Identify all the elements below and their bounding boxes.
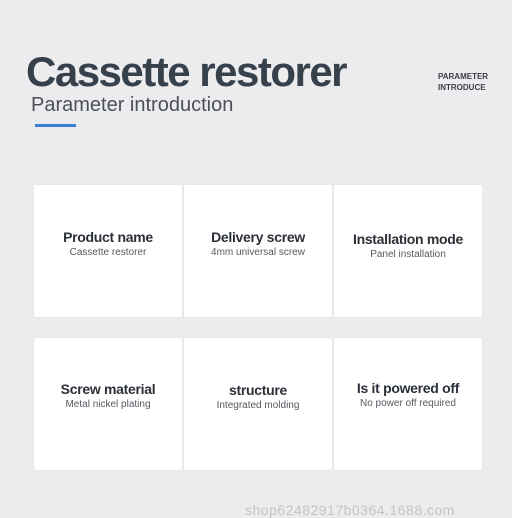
card-value: Panel installation bbox=[370, 249, 446, 260]
card-heading: Installation mode bbox=[352, 231, 464, 247]
parameter-card-structure: structure Integrated molding bbox=[184, 338, 332, 470]
card-heading: Is it powered off bbox=[356, 380, 460, 396]
section-tag-line-1: PARAMETER bbox=[438, 72, 489, 81]
watermark: shop62482917b0364.1688.com bbox=[245, 502, 455, 518]
card-value: Cassette restorer bbox=[69, 247, 147, 258]
page-title: Cassette restorer bbox=[26, 48, 348, 95]
page-subtitle: Parameter introduction bbox=[31, 94, 234, 116]
card-heading: Product name bbox=[63, 229, 153, 245]
section-tag-line-2: INTRODUCE bbox=[438, 82, 486, 92]
section-tag: PARAMETER INTRODUCE bbox=[438, 72, 488, 93]
card-value: No power off required bbox=[360, 398, 456, 409]
parameter-card-delivery-screw: Delivery screw 4mm universal screw bbox=[184, 185, 332, 317]
card-value: Metal nickel plating bbox=[65, 399, 151, 410]
parameter-card-product-name: Product name Cassette restorer bbox=[34, 185, 182, 317]
parameter-card-installation-mode: Installation mode Panel installation bbox=[334, 185, 482, 317]
card-heading: structure bbox=[229, 382, 287, 398]
parameter-card-power-off: Is it powered off No power off required bbox=[334, 338, 482, 470]
card-heading: Screw material bbox=[60, 381, 156, 397]
title-underline bbox=[35, 124, 76, 127]
card-value: 4mm universal screw bbox=[211, 247, 305, 258]
card-value: Integrated molding bbox=[216, 400, 300, 411]
parameter-card-screw-material: Screw material Metal nickel plating bbox=[34, 338, 182, 470]
card-heading: Delivery screw bbox=[211, 229, 305, 245]
